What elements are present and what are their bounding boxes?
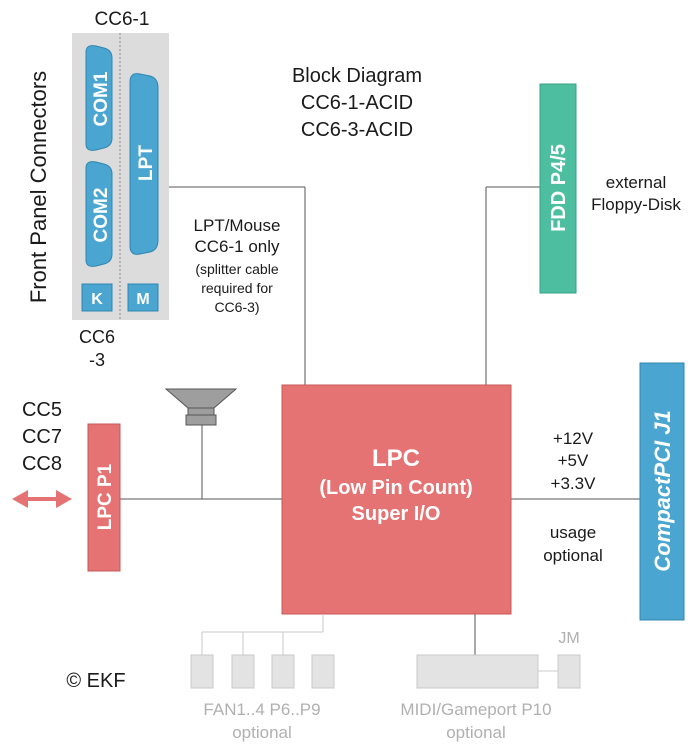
- voltage-3v3: +3.3V: [551, 474, 597, 493]
- com1-connector: [85, 45, 113, 151]
- fan-label-line1: FAN1..4 P6..P9: [203, 700, 320, 719]
- lpc-chip: [281, 384, 512, 615]
- mouse-connector: [127, 283, 159, 312]
- diagram-title-line1: Block Diagram: [292, 65, 422, 87]
- keyboard-connector: [81, 283, 113, 312]
- speaker-cone: [164, 388, 238, 409]
- com1-label: COM1: [91, 71, 112, 126]
- lpt-label: LPT: [136, 145, 157, 181]
- com2-connector: [85, 161, 113, 267]
- diagram-title-line2: CC6-1-ACID: [301, 92, 413, 114]
- lpc-p1-label: LPC P1: [95, 463, 116, 530]
- fdd-label: FDD P4/5: [548, 144, 570, 232]
- cc6-3-label-line1: CC6: [79, 327, 115, 347]
- fan-connector-3: [271, 654, 295, 689]
- cc8-label: CC8: [22, 453, 62, 475]
- diagram-title-line3: CC6-3-ACID: [301, 119, 413, 141]
- lpt-note-line5: CC6-3): [214, 299, 259, 315]
- keyboard-label: K: [91, 291, 103, 308]
- fan-connector-2: [231, 654, 255, 689]
- fan-connector-1: [190, 654, 214, 689]
- usage-line1: usage: [550, 523, 596, 542]
- lpt-connector: [129, 73, 159, 255]
- double-arrow-icon: [12, 490, 72, 508]
- fan-connector-4: [311, 654, 335, 689]
- usage-line2: optional: [543, 546, 603, 565]
- lpc-chip-line1: LPC: [372, 445, 420, 472]
- cc7-label: CC7: [22, 426, 62, 448]
- fdd-note-line1: external: [606, 173, 666, 192]
- jm-jumper: [557, 654, 581, 689]
- midi-label-line1: MIDI/Gameport P10: [400, 700, 551, 719]
- midi-connector: [416, 654, 539, 689]
- board-label: CC6-1: [95, 9, 150, 30]
- front-panel-side-label: Front Panel Connectors: [26, 71, 51, 303]
- lpt-note-line3: (splitter cable: [195, 261, 278, 277]
- cpci-connector: [639, 362, 685, 621]
- lpc-p1-connector: [87, 423, 121, 572]
- fan-wiring: [201, 614, 324, 655]
- speaker-magnet: [185, 414, 217, 426]
- cc6-3-label-line2: -3: [89, 350, 105, 370]
- lpt-note-line1: LPT/Mouse: [194, 216, 281, 235]
- midi-label-line2: optional: [446, 723, 506, 742]
- lpc-chip-line2: (Low Pin Count): [319, 477, 472, 499]
- jm-label: JM: [558, 630, 579, 647]
- copyright: © EKF: [66, 670, 125, 692]
- speaker-neck: [187, 407, 215, 416]
- fdd-note-line2: Floppy-Disk: [591, 195, 681, 214]
- fdd-connector: [539, 83, 577, 294]
- lpt-note-line4: required for: [201, 280, 273, 296]
- voltage-5v: +5V: [558, 451, 589, 470]
- voltage-12v: +12V: [553, 429, 594, 448]
- com2-label: COM2: [91, 188, 112, 243]
- lpt-note-line2: CC6-1 only: [194, 237, 280, 256]
- cpci-label: CompactPCI J1: [650, 410, 675, 571]
- fan-label-line2: optional: [232, 723, 292, 742]
- cc5-label: CC5: [22, 399, 62, 421]
- mouse-label: M: [136, 291, 149, 308]
- lpc-chip-line3: Super I/O: [352, 503, 441, 525]
